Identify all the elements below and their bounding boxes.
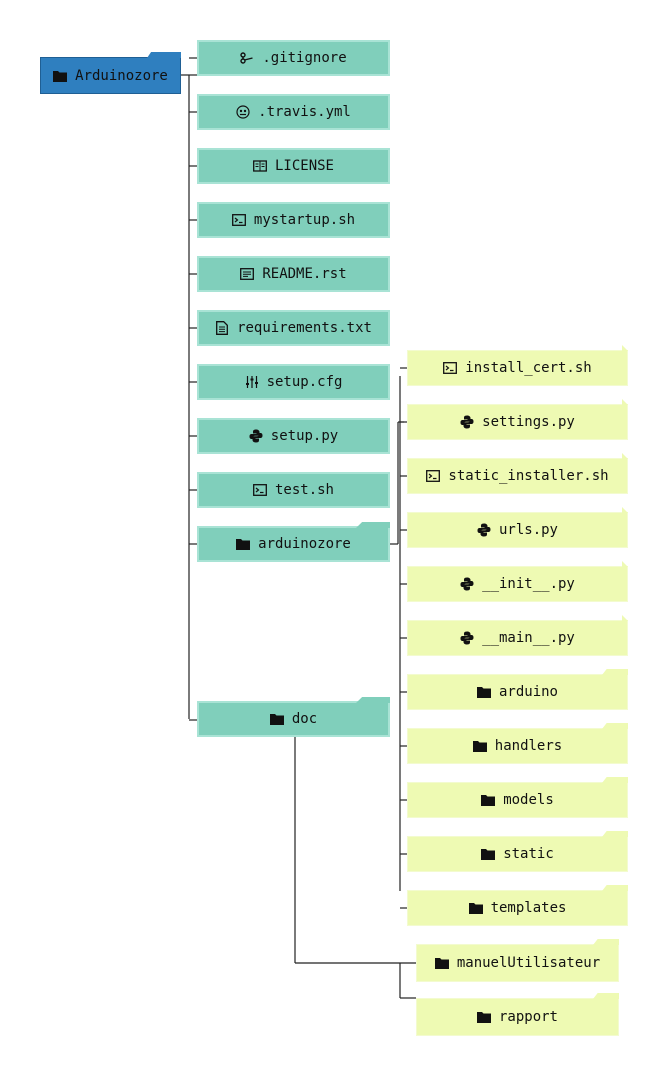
node-travis-yml[interactable]: .travis.yml [197,94,390,130]
node-manuelutilisateur[interactable]: manuelUtilisateur [416,939,619,982]
node-setup-py[interactable]: setup.py [197,418,390,454]
terminal-icon [426,469,441,483]
node-static[interactable]: static [407,831,628,872]
folder-tab [593,993,619,999]
folder-tab [602,723,628,729]
node-models[interactable]: models [407,777,628,818]
terminal-icon [443,361,458,375]
folder-tab [602,777,628,783]
settings-sliders-icon [245,375,259,389]
node-label: __init__.py [482,576,575,592]
folder-icon [468,901,483,915]
node-label: manuelUtilisateur [456,955,601,971]
node-label: .gitignore [262,50,347,66]
node-settings-py[interactable]: settings.py [407,399,628,440]
folder-icon [269,712,284,726]
node-init-py[interactable]: __init__.py [407,561,628,602]
node-label: models [503,792,554,808]
node-label: static_installer.sh [448,468,609,484]
node-label: settings.py [482,414,575,430]
folder-tab [147,52,181,58]
folder-tab [602,669,628,675]
folder-tab [356,522,390,528]
file-corner [622,399,628,405]
node-label: static [503,846,554,862]
node-label: requirements.txt [237,320,372,336]
file-corner [622,507,628,513]
file-corner [622,561,628,567]
git-icon [240,51,254,65]
travis-icon [236,105,250,119]
folder-tab [602,885,628,891]
python-icon [460,577,474,591]
folder-tab [593,939,619,945]
node-handlers[interactable]: handlers [407,723,628,764]
folder-tab [356,697,390,703]
node-static-installer-sh[interactable]: static_installer.sh [407,453,628,494]
node-label: README.rst [262,266,347,282]
python-icon [477,523,491,537]
python-icon [460,415,474,429]
folder-icon [472,739,487,753]
file-corner [622,345,628,351]
readme-icon [240,267,255,281]
node-doc[interactable]: doc [197,697,390,737]
folder-tab [602,831,628,837]
node-label: setup.cfg [266,374,343,390]
node-label: install_cert.sh [465,360,592,376]
node-urls-py[interactable]: urls.py [407,507,628,548]
node-main-py[interactable]: __main__.py [407,615,628,656]
node-label: rapport [498,1009,558,1025]
folder-icon [476,685,491,699]
node-label: setup.py [270,428,339,444]
python-icon [249,429,263,443]
folder-icon [53,69,68,83]
node-label: templates [490,900,567,916]
folder-icon [434,956,449,970]
node-requirements-txt[interactable]: requirements.txt [197,310,390,346]
file-corner [622,453,628,459]
node-label: __main__.py [482,630,575,646]
node-label: doc [291,711,318,727]
node-license[interactable]: LICENSE [197,148,390,184]
node-label: .travis.yml [258,104,351,120]
book-icon [253,159,267,173]
node-readme-rst[interactable]: README.rst [197,256,390,292]
folder-icon [481,793,496,807]
node-test-sh[interactable]: test.sh [197,472,390,508]
node-templates[interactable]: templates [407,885,628,926]
folder-icon [481,847,496,861]
terminal-icon [253,483,267,497]
node-label: Arduinozore [75,67,168,84]
node-arduino[interactable]: arduino [407,669,628,710]
node-rapport[interactable]: rapport [416,993,619,1036]
text-file-icon [215,321,229,335]
node-label: test.sh [274,482,334,498]
node-install-cert-sh[interactable]: install_cert.sh [407,345,628,386]
node-arduinozore[interactable]: arduinozore [197,522,390,562]
node-label: arduino [498,684,558,700]
terminal-icon [231,213,246,227]
folder-icon [236,537,251,551]
node-gitignore[interactable]: .gitignore [197,40,390,76]
root-node-arduinozore[interactable]: Arduinozore [40,52,181,94]
node-label: mystartup.sh [253,212,356,228]
node-label: urls.py [498,522,558,538]
node-label: handlers [494,738,563,754]
folder-icon [476,1010,491,1024]
file-corner [622,615,628,621]
node-mystartup-sh[interactable]: mystartup.sh [197,202,390,238]
python-icon [460,631,474,645]
node-label: arduinozore [258,536,351,552]
node-setup-cfg[interactable]: setup.cfg [197,364,390,400]
node-label: LICENSE [274,158,334,174]
